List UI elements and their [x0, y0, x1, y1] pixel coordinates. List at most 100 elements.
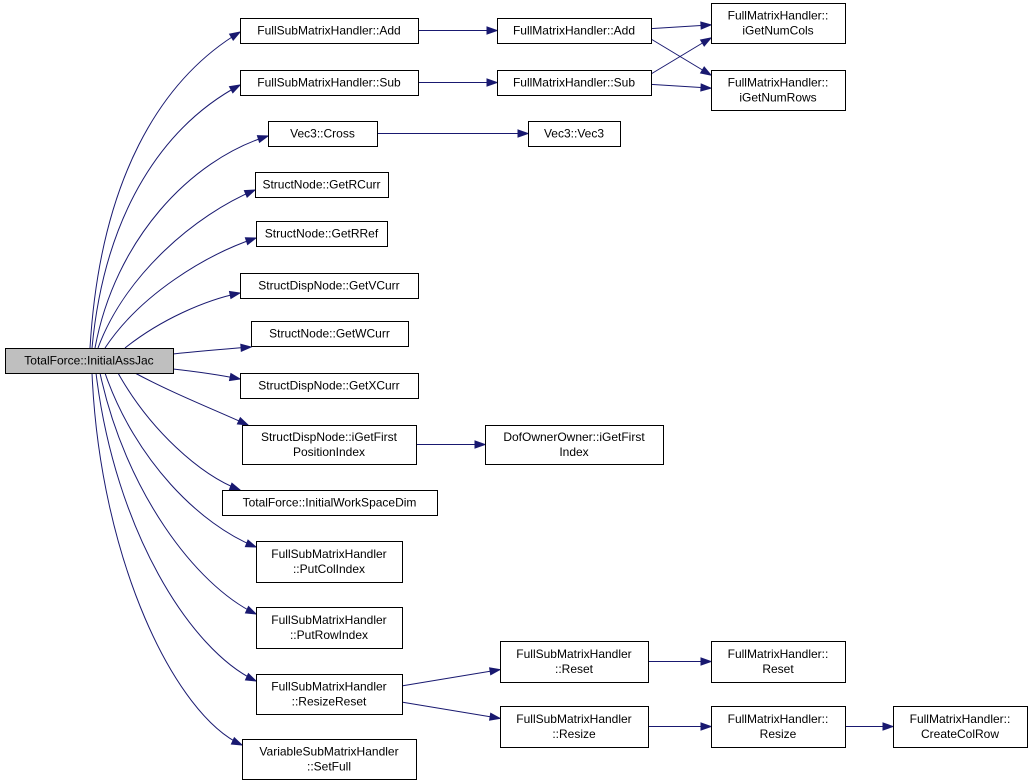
- arrowhead-icon: [488, 667, 502, 676]
- node-label: FullSubMatrixHandler::Add: [257, 24, 400, 38]
- edge-line: [401, 701, 501, 719]
- node-sdn-getxcurr[interactable]: StructDispNode::GetXCurr: [240, 373, 419, 399]
- edge-fsm_add-to-fm_add: [418, 26, 499, 35]
- node-sn-getrref[interactable]: StructNode::GetRRef: [256, 221, 388, 247]
- node-sn-getwcurr[interactable]: StructNode::GetWCurr: [251, 321, 409, 347]
- node-label: StructDispNode::iGetFirst: [261, 430, 398, 444]
- edge-root-to-sn_getwcurr: [172, 343, 253, 355]
- node-label: StructNode::GetWCurr: [269, 327, 390, 341]
- node-box: [5, 348, 174, 374]
- node-label: DofOwnerOwner::iGetFirst: [503, 430, 645, 444]
- node-fsm-reset[interactable]: FullSubMatrixHandler::Reset: [500, 641, 649, 683]
- node-box: [528, 121, 621, 147]
- edge-line: [99, 372, 257, 615]
- edge-line: [124, 292, 241, 349]
- node-label: iGetNumCols: [742, 24, 813, 38]
- edge-fsm_resize-to-fm_resize: [648, 722, 713, 731]
- node-fm-createcolrow[interactable]: FullMatrixHandler::CreateColRow: [893, 706, 1028, 748]
- node-label: ::Reset: [555, 662, 594, 676]
- edge-root-to-fsm_sub: [91, 84, 242, 349]
- arrowhead-icon: [700, 83, 713, 92]
- node-label: FullSubMatrixHandler: [516, 647, 631, 661]
- arrowhead-icon: [474, 440, 487, 449]
- node-fm-sub[interactable]: FullMatrixHandler::Sub: [497, 70, 652, 96]
- edge-fm_sub-to-fm_igetnumcols: [650, 37, 713, 75]
- arrowhead-icon: [700, 657, 713, 666]
- edge-line: [97, 189, 256, 349]
- node-fm-resize[interactable]: FullMatrixHandler::Resize: [711, 706, 846, 748]
- edge-fm_add-to-fm_igetnumcols: [650, 21, 713, 30]
- node-fsm-sub[interactable]: FullSubMatrixHandler::Sub: [240, 70, 419, 96]
- node-box: [268, 121, 378, 147]
- node-box: [711, 3, 846, 44]
- arrowhead-icon: [244, 672, 258, 682]
- node-vec3-vec3[interactable]: Vec3::Vec3: [528, 121, 621, 147]
- node-sdn-getvcurr[interactable]: StructDispNode::GetVCurr: [240, 273, 419, 299]
- node-label: iGetNumRows: [739, 91, 816, 105]
- node-fsm-resizereset[interactable]: FullSubMatrixHandler::ResizeReset: [256, 674, 403, 715]
- node-box: [256, 221, 388, 247]
- node-sn-getrcurr[interactable]: StructNode::GetRCurr: [255, 172, 389, 198]
- node-label: TotalForce::InitialAssJac: [24, 354, 153, 368]
- node-fsm-resize[interactable]: FullSubMatrixHandler::Resize: [500, 706, 649, 748]
- node-box: [222, 490, 438, 516]
- edge-root-to-fsm_putrow: [99, 372, 258, 615]
- node-vsm-setfull[interactable]: VariableSubMatrixHandler::SetFull: [242, 739, 417, 780]
- node-fm-add[interactable]: FullMatrixHandler::Add: [497, 18, 652, 44]
- node-fm-igetnumcols[interactable]: FullMatrixHandler::iGetNumCols: [711, 3, 846, 44]
- arrowhead-icon: [243, 189, 257, 198]
- node-box: [500, 641, 649, 683]
- arrowhead-icon: [236, 416, 250, 426]
- arrowhead-icon: [486, 26, 499, 35]
- edge-root-to-vsm_setfull: [91, 372, 244, 746]
- node-label: FullSubMatrixHandler::Sub: [257, 76, 401, 90]
- node-label: FullSubMatrixHandler: [271, 547, 386, 561]
- node-box: [240, 373, 419, 399]
- node-label: Resize: [760, 727, 797, 741]
- node-label: ::ResizeReset: [292, 695, 367, 709]
- edge-line: [104, 237, 257, 349]
- node-fsm-add[interactable]: FullSubMatrixHandler::Add: [240, 18, 419, 44]
- node-fm-reset[interactable]: FullMatrixHandler::Reset: [711, 641, 846, 683]
- arrowhead-icon: [486, 78, 499, 87]
- node-vec3-cross[interactable]: Vec3::Cross: [268, 121, 378, 147]
- node-root[interactable]: TotalForce::InitialAssJac: [5, 348, 174, 374]
- node-box: [485, 425, 664, 465]
- node-box: [711, 706, 846, 748]
- node-fsm-putrow[interactable]: FullSubMatrixHandler::PutRowIndex: [256, 607, 403, 649]
- edge-root-to-tf_initws: [117, 372, 242, 491]
- arrowhead-icon: [228, 482, 242, 491]
- node-tf-initws[interactable]: TotalForce::InitialWorkSpaceDim: [222, 490, 438, 516]
- edge-sdn_igetfirst-to-doo_igetfirst: [416, 440, 487, 449]
- node-label: CreateColRow: [921, 727, 999, 741]
- node-box: [711, 641, 846, 683]
- edge-line: [134, 372, 249, 426]
- edge-root-to-sn_getrref: [104, 237, 258, 349]
- node-box: [500, 706, 649, 748]
- edge-root-to-sdn_getxcurr: [172, 368, 242, 382]
- edge-fm_sub-to-fm_igetnumrows: [650, 83, 713, 92]
- node-box: [251, 321, 409, 347]
- edge-root-to-fsm_add: [89, 31, 242, 349]
- node-label: FullSubMatrixHandler: [271, 680, 386, 694]
- node-box: [242, 425, 417, 465]
- node-layer: TotalForce::InitialAssJacFullSubMatrixHa…: [5, 3, 1028, 780]
- arrowhead-icon: [244, 605, 258, 615]
- node-fsm-putcol[interactable]: FullSubMatrixHandler::PutColIndex: [256, 541, 403, 583]
- node-box: [240, 70, 419, 96]
- edge-line: [104, 372, 257, 548]
- node-box: [256, 607, 403, 649]
- node-label: FullMatrixHandler::: [728, 647, 829, 661]
- edge-line: [650, 38, 712, 76]
- arrowhead-icon: [244, 539, 258, 548]
- edge-fsm_reset-to-fm_reset: [648, 657, 713, 666]
- edge-line: [91, 372, 243, 746]
- arrowhead-icon: [228, 290, 242, 300]
- edge-line: [89, 31, 241, 349]
- node-label: FullMatrixHandler::: [728, 76, 829, 90]
- node-label: ::SetFull: [307, 760, 351, 774]
- node-fm-igetnumrows[interactable]: FullMatrixHandler::iGetNumRows: [711, 70, 846, 111]
- edge-fm_resize-to-fm_createcolrow: [845, 722, 895, 731]
